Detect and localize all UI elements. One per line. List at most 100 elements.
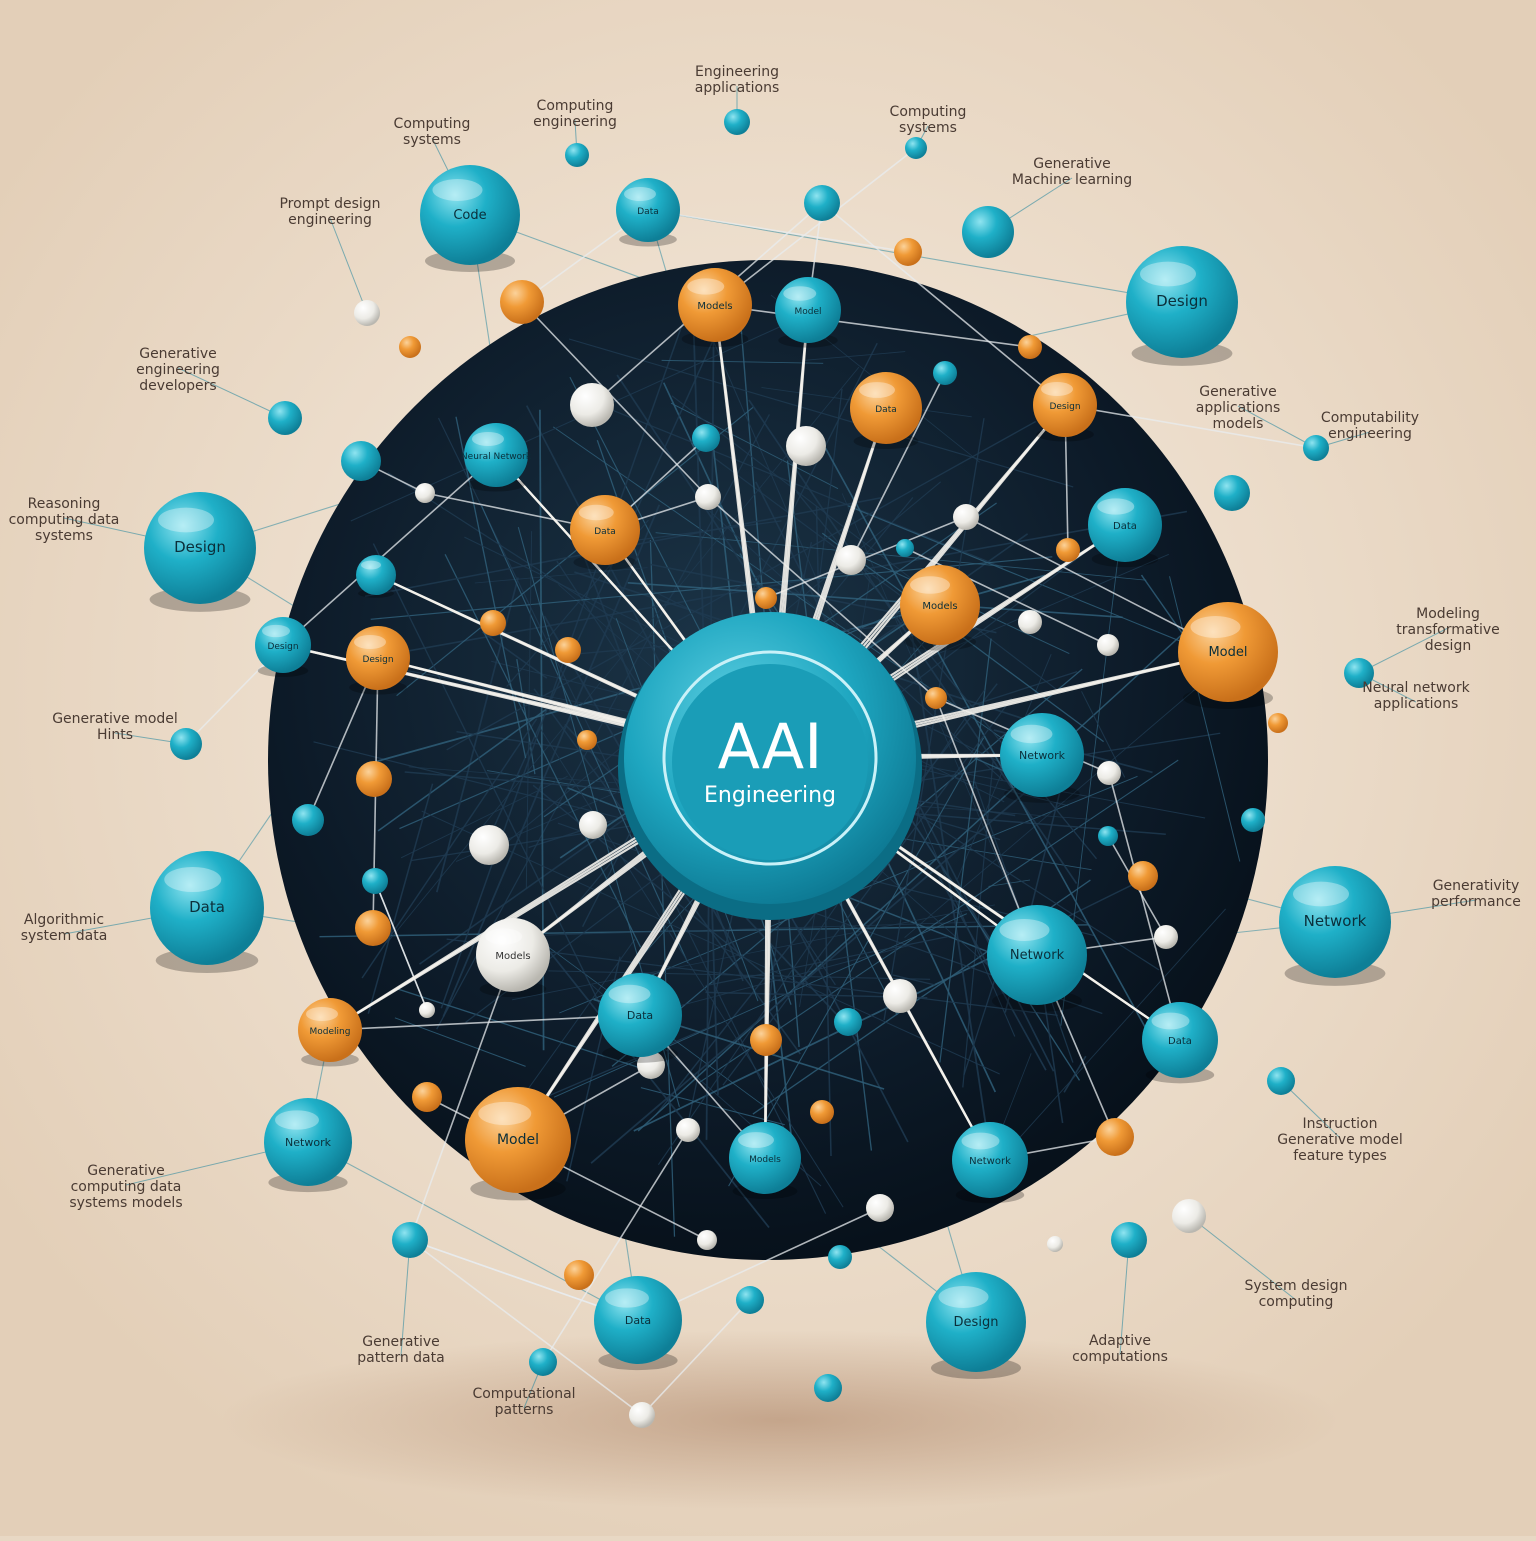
small-white-node [953, 504, 979, 530]
outer-label-line: Computing [537, 98, 614, 114]
small-orange-node [925, 687, 947, 709]
outer-label-line: Reasoning [28, 496, 101, 512]
small-teal-node [292, 804, 324, 836]
outer-label-line: Generativity [1433, 878, 1520, 894]
web-line [307, 1141, 639, 1321]
teal-node [952, 1122, 1028, 1198]
mesh-line [824, 447, 1150, 1034]
node-highlight [478, 1101, 532, 1126]
mesh-line [1169, 576, 1241, 862]
leader-line [400, 1239, 411, 1357]
teal-node [594, 1276, 682, 1364]
leader-line [329, 217, 368, 314]
small-orange-node [355, 910, 391, 946]
leader-line [1119, 1239, 1130, 1356]
mesh-line [532, 784, 772, 980]
small-teal-node [896, 539, 914, 557]
node-label: Neural Network [461, 452, 532, 462]
small-white-node [1097, 761, 1121, 785]
node-highlight [738, 1132, 774, 1148]
teal-node [1088, 488, 1162, 562]
outer-label-line: system data [21, 928, 108, 944]
teal-node [264, 1098, 352, 1186]
node-highlight [1151, 1012, 1190, 1030]
node-label: Design [1049, 402, 1080, 412]
node-highlight [578, 504, 614, 521]
connection-line [850, 372, 946, 561]
node-label: Network [969, 1156, 1011, 1167]
connection-line [641, 1299, 751, 1416]
mesh-line [387, 366, 860, 943]
small-teal-node [804, 185, 840, 221]
mesh-line [1081, 691, 1126, 778]
node-highlight [361, 560, 381, 570]
node-label: Models [495, 951, 530, 962]
mesh-line [705, 936, 948, 987]
outer-label-line: patterns [495, 1402, 554, 1418]
connection-line [542, 1129, 689, 1363]
node-label: Model [794, 307, 821, 317]
node-label: Data [625, 1314, 651, 1327]
node-highlight [275, 1110, 319, 1130]
small-white-node [786, 426, 826, 466]
teal-node [420, 165, 520, 265]
small-white-node [1172, 1199, 1206, 1233]
labeled-node: Neural Network [461, 423, 532, 492]
connection-line [521, 301, 709, 498]
small-orange-node [894, 238, 922, 266]
connection-line [714, 147, 917, 306]
small-white-node [570, 383, 614, 427]
connection-line [904, 547, 1109, 646]
small-white-node [354, 300, 380, 326]
node-highlight [1293, 881, 1349, 907]
small-white-node [469, 825, 509, 865]
small-orange-node [1128, 861, 1158, 891]
node-label: Data [637, 207, 659, 217]
outer-label-line: applications [1374, 696, 1459, 712]
teal-node [1126, 246, 1238, 358]
small-white-node [1047, 1236, 1063, 1252]
connection-line [765, 516, 967, 599]
connection-line [1064, 404, 1317, 449]
small-white-node [676, 1118, 700, 1142]
mesh-line [540, 728, 844, 1208]
teal-node [598, 973, 682, 1057]
small-teal-node [170, 728, 202, 760]
labeled-node: Network [1279, 866, 1391, 986]
mesh-line [509, 921, 978, 937]
small-white-node [697, 1230, 717, 1250]
node-highlight [485, 928, 523, 945]
mesh-line [421, 810, 1000, 1075]
mesh-line [649, 539, 676, 1237]
node-label: Code [453, 208, 486, 223]
labeled-node: Modeling [298, 998, 362, 1067]
center-subtitle: Engineering [704, 783, 836, 808]
node-highlight [1041, 381, 1073, 397]
teal-node [987, 905, 1087, 1005]
small-teal-node [692, 424, 720, 452]
orange-node [570, 495, 640, 565]
mesh-line [553, 913, 967, 1098]
node-highlight [608, 984, 651, 1004]
mesh-line [661, 359, 824, 364]
small-teal-node [1214, 475, 1250, 511]
node-highlight [262, 624, 290, 638]
small-teal-node [814, 1374, 842, 1402]
teal-node [464, 423, 528, 487]
outer-label-line: models [1213, 416, 1264, 432]
outer-label-line: systems models [69, 1195, 182, 1211]
node-highlight [1190, 616, 1241, 638]
node-label: Models [922, 601, 957, 612]
outer-label-line: Generative [87, 1163, 165, 1179]
mesh-line [319, 924, 1090, 938]
outer-label-line: Computational [472, 1386, 575, 1402]
